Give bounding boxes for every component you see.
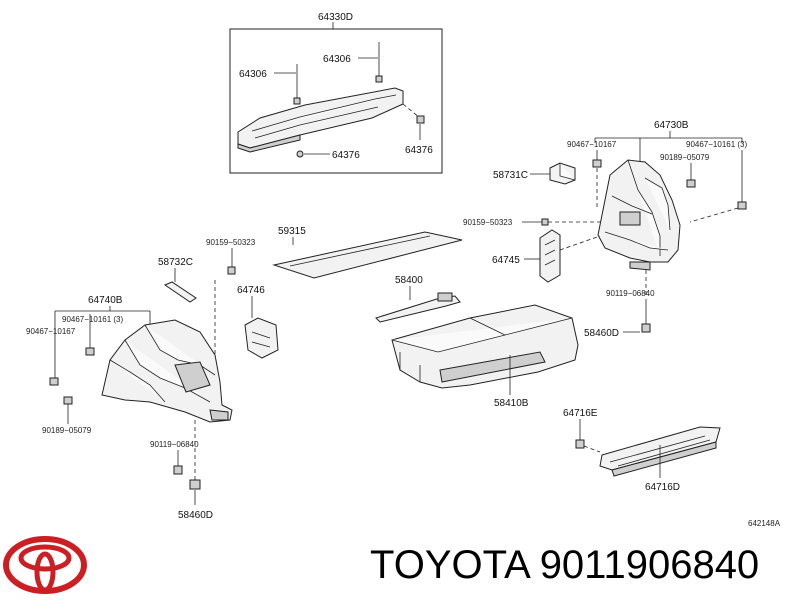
label-59315: 59315 — [278, 226, 306, 237]
clip-90467-10161-left-b — [49, 377, 59, 386]
label-58410B: 58410B — [494, 398, 529, 409]
clip-90467-10161-left-a — [85, 347, 95, 356]
label-90159-50323-right: 90159−50323 — [463, 218, 513, 227]
label-64306-right: 64306 — [323, 54, 351, 65]
label-64740B: 64740B — [88, 295, 123, 306]
label-90119-06840-right: 90119−06840 — [606, 289, 655, 298]
diagram-reference-code: 642148A — [748, 519, 781, 528]
label-90159-50323-left: 90159−50323 — [206, 238, 256, 247]
bolt-90189-05079-left — [63, 396, 73, 424]
brand-name: TOYOTA — [370, 543, 529, 587]
bolt-90119-06840-left — [173, 450, 183, 475]
floor-mat-59315 — [272, 231, 463, 279]
label-90467-10161-right: 90467−10161 (3) — [686, 140, 748, 149]
label-64330D: 64330D — [318, 12, 353, 23]
clip-64716E — [575, 439, 601, 453]
storage-tray-58410B — [391, 304, 579, 389]
label-64716D: 64716D — [645, 482, 680, 493]
bolt-90119-06840-right — [641, 270, 651, 333]
bolt-64306-right — [375, 42, 383, 83]
cover-58731C — [549, 162, 576, 185]
label-64716E: 64716E — [563, 408, 598, 419]
deck-board-part — [237, 87, 404, 153]
bolt-64306-left — [293, 64, 301, 105]
clip-90159-50323-right — [522, 218, 605, 226]
bolt-90189-05079-right — [686, 163, 696, 188]
label-58731C: 58731C — [493, 170, 528, 181]
bracket-64745 — [539, 229, 601, 283]
label-90467-10167-left: 90467−10167 — [26, 327, 76, 336]
part-number: 9011906840 — [539, 543, 760, 587]
label-90467-10161-left: 90467−10161 (3) — [62, 315, 124, 324]
side-trim-64740B — [101, 319, 233, 423]
clip-58460D-left — [189, 420, 201, 505]
side-trim-64730B — [597, 159, 681, 271]
label-58400: 58400 — [395, 275, 423, 286]
assembly-box-64330D — [229, 28, 443, 174]
label-64745: 64745 — [492, 255, 520, 266]
label-64376-left: 64376 — [332, 150, 360, 161]
label-58460D-right: 58460D — [584, 328, 619, 339]
label-64376-right: 64376 — [405, 145, 433, 156]
bracket-64746 — [244, 317, 279, 359]
clip-64376-left — [296, 150, 330, 158]
toyota-logo — [3, 536, 87, 594]
label-58732C: 58732C — [158, 257, 193, 268]
label-90189-05079-left: 90189−05079 — [42, 426, 92, 435]
clip-90467-10167-right — [592, 150, 602, 210]
cover-58732C — [163, 281, 197, 303]
label-64746: 64746 — [237, 285, 265, 296]
clip-90467-10161-right — [689, 150, 747, 223]
label-90119-06840-left: 90119−06840 — [150, 440, 199, 449]
label-90189-05079-right: 90189−05079 — [660, 153, 710, 162]
label-90467-10167-right: 90467−10167 — [567, 140, 617, 149]
label-64730B: 64730B — [654, 120, 689, 131]
label-64306-left: 64306 — [239, 69, 267, 80]
strap-58400 — [375, 292, 461, 323]
label-58460D-left: 58460D — [178, 510, 213, 521]
brand-part-number-line: TOYOTA 9011906840 — [370, 545, 759, 585]
clip-64376-right — [402, 103, 425, 140]
